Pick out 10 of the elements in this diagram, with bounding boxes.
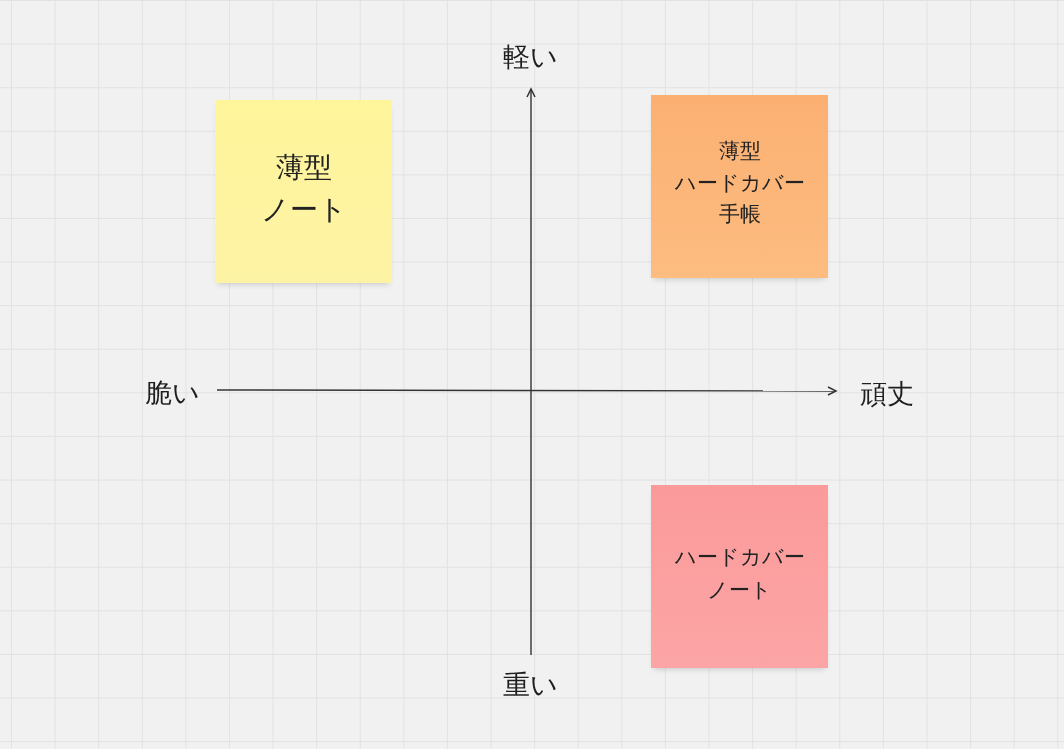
- note-text: 薄型ハードカバー手帳: [674, 138, 805, 229]
- axis-label: 重い: [502, 668, 558, 702]
- sticky-note: [651, 95, 828, 278]
- note-text: 薄型ノート: [260, 149, 347, 228]
- sticky-note: [651, 485, 828, 668]
- note-text: ハードカバーノート: [674, 543, 805, 604]
- sticky-note: [215, 100, 392, 283]
- axis-label: 軽い: [502, 40, 558, 74]
- axis-label: 頑丈: [860, 377, 914, 411]
- axis-label: 脆い: [144, 376, 200, 410]
